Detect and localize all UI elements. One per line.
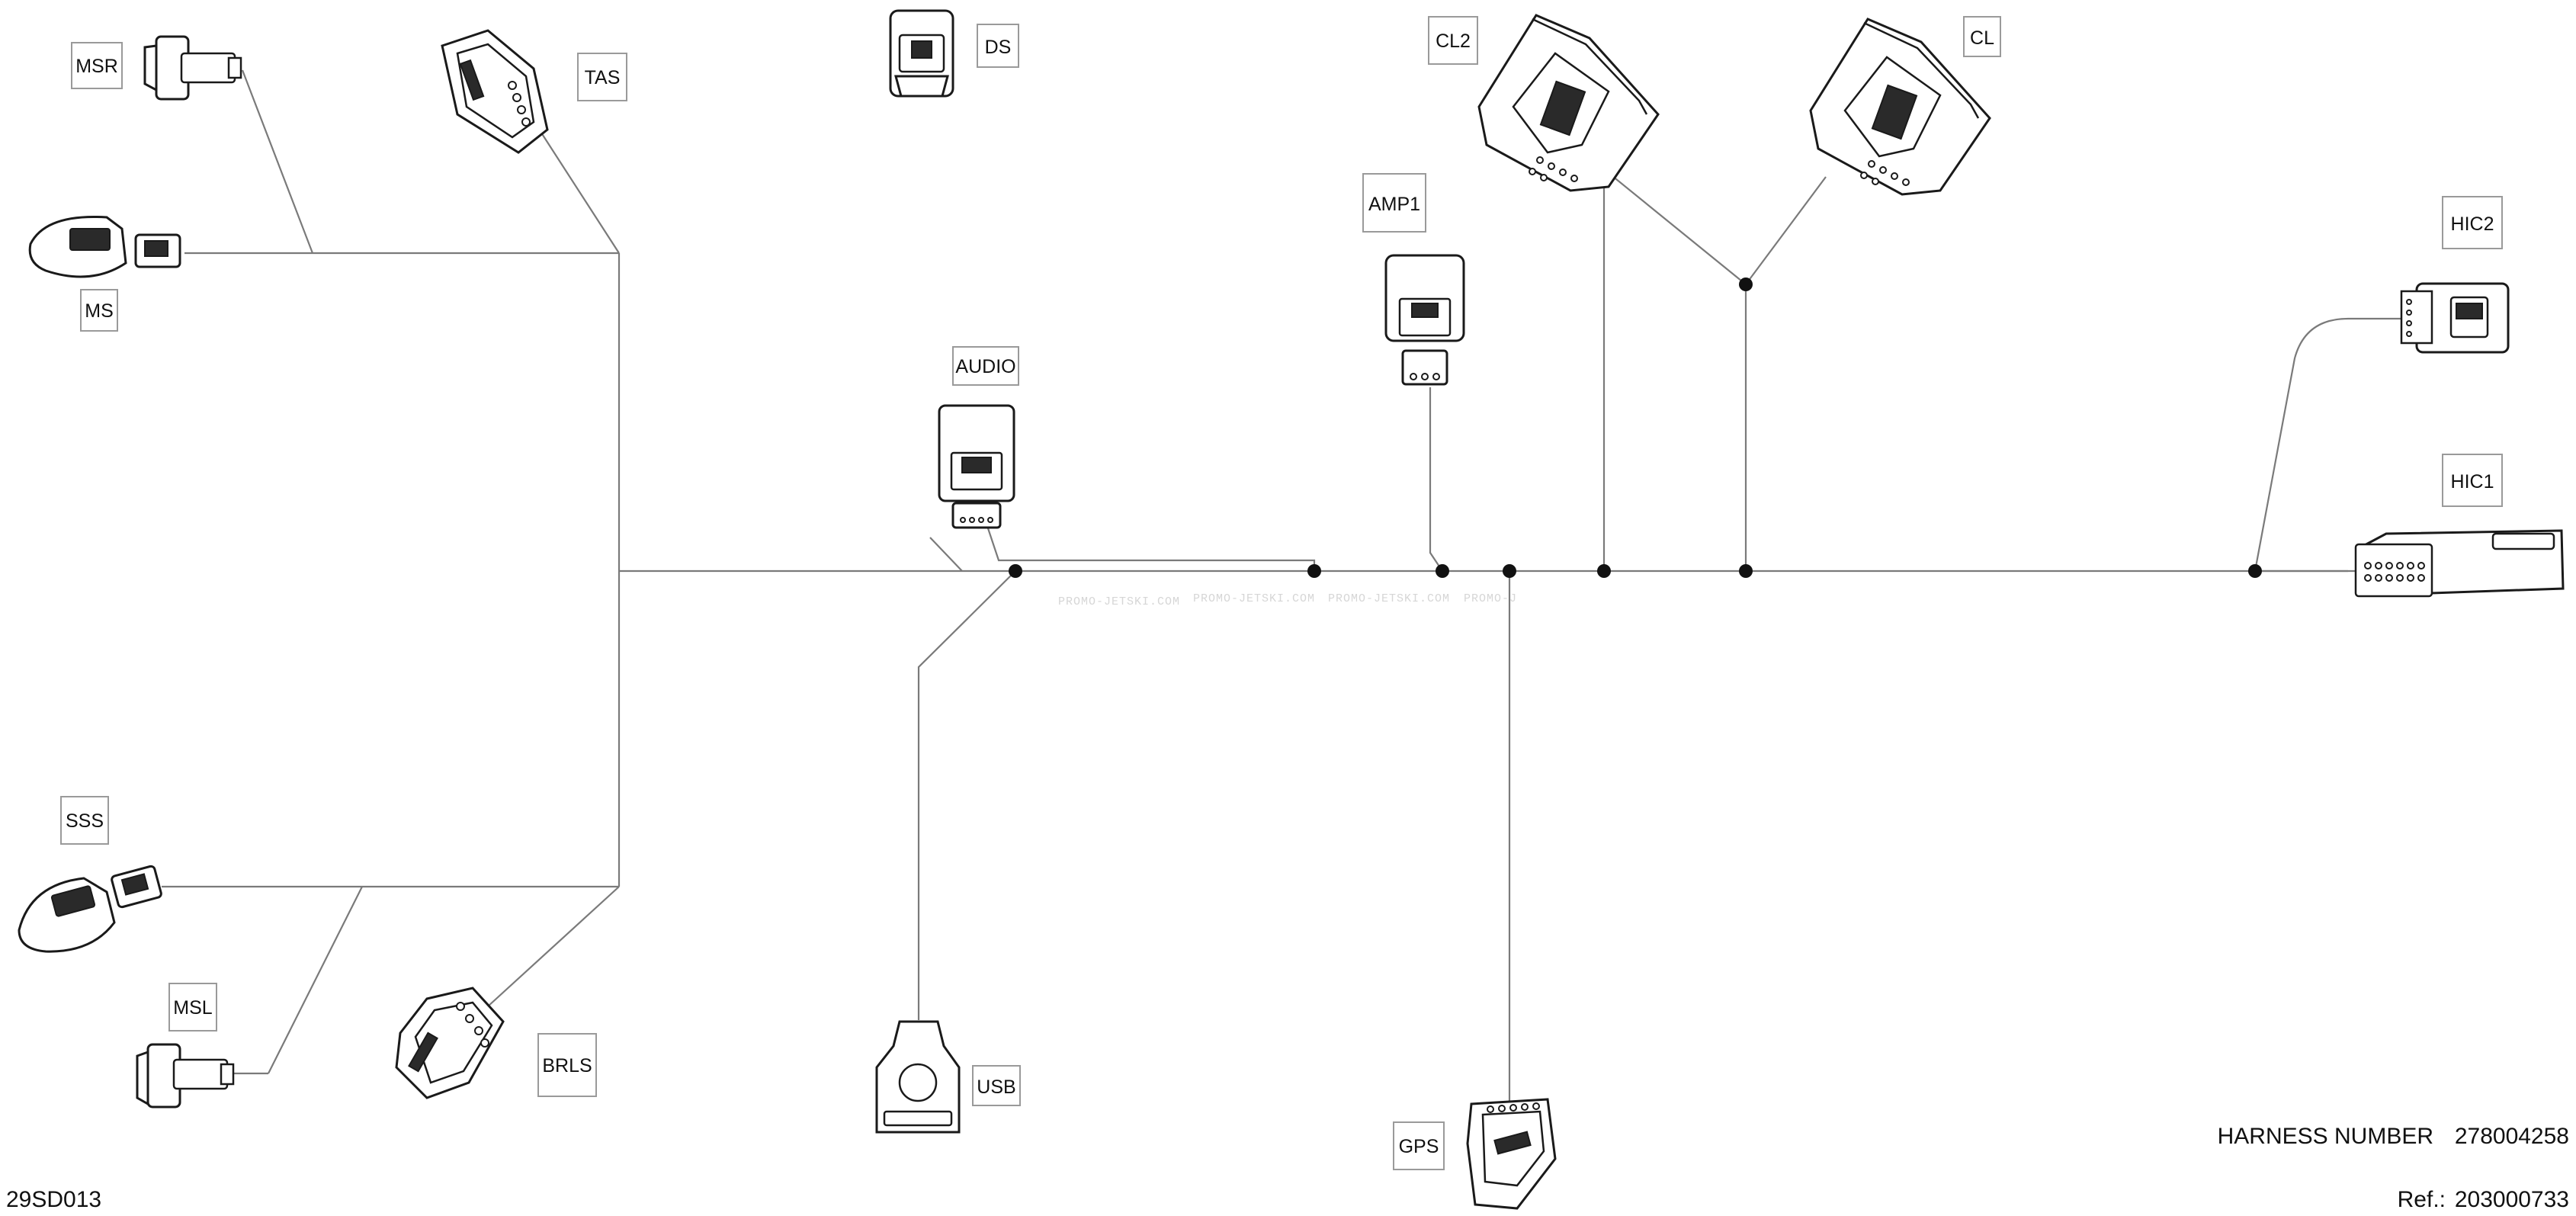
- connector-labels: MSR TAS DS CL2 CL HIC2 HIC1 MS: [60, 16, 2503, 1170]
- wiring: [162, 69, 2409, 1104]
- splice-audio: [1009, 564, 1022, 578]
- label-hic1: HIC1: [2442, 454, 2503, 507]
- label-ms-text: MS: [85, 300, 114, 322]
- ds-connector-icon: [889, 9, 954, 98]
- watermark: PROMO-JETSKI.COM PROMO-JETSKI.COM PROMO-…: [1058, 592, 1517, 608]
- audio-connector-icon: [938, 404, 1015, 529]
- amp1-connector-icon: [1384, 254, 1465, 386]
- watermark-1: PROMO-JETSKI.COM: [1058, 595, 1180, 608]
- label-msr-text: MSR: [75, 56, 118, 77]
- label-ms: MS: [80, 289, 118, 332]
- splice-nodes: [1009, 278, 2262, 578]
- msl-connector-icon: [136, 1043, 235, 1109]
- label-ds: DS: [977, 24, 1019, 68]
- harness-number: 278004258: [2455, 1124, 2569, 1149]
- label-tas-text: TAS: [585, 67, 621, 88]
- label-msl-text: MSL: [173, 997, 213, 1019]
- footer: 29SD013 HARNESS NUMBER 278004258 Ref.: 2…: [6, 1124, 2569, 1212]
- label-hic1-text: HIC1: [2451, 471, 2494, 492]
- label-amp1-text: AMP1: [1368, 194, 1420, 215]
- label-cl2: CL2: [1428, 16, 1478, 65]
- drawing-code: 29SD013: [6, 1187, 101, 1212]
- brls-branch: [487, 886, 620, 1007]
- splice-amp1: [1436, 564, 1449, 578]
- label-gps: GPS: [1393, 1121, 1445, 1170]
- watermark-3: PROMO-JETSKI.COM: [1328, 592, 1450, 605]
- watermark-4: PROMO-J: [1464, 592, 1517, 605]
- gps-connector-icon: [1466, 1098, 1557, 1210]
- label-usb: USB: [972, 1065, 1021, 1106]
- label-msr: MSR: [71, 42, 123, 89]
- label-sss: SSS: [60, 796, 109, 845]
- msr-connector-icon: [143, 35, 242, 101]
- label-hic2-text: HIC2: [2451, 213, 2494, 235]
- label-amp1: AMP1: [1362, 173, 1426, 233]
- label-gps-text: GPS: [1399, 1136, 1439, 1157]
- splice-cl: [1739, 564, 1753, 578]
- harness-label: HARNESS NUMBER: [2218, 1124, 2433, 1149]
- splice-cl2: [1597, 564, 1611, 578]
- label-sss-text: SSS: [66, 810, 104, 832]
- label-cl-text: CL: [1970, 27, 1994, 49]
- label-usb-text: USB: [977, 1076, 1015, 1098]
- amp1-branch: [1429, 387, 1443, 572]
- hic1-connector-icon: [2354, 529, 2565, 598]
- tas-connector-icon: [441, 29, 549, 154]
- brls-connector-icon: [395, 987, 505, 1099]
- splice-gps: [1503, 564, 1516, 578]
- sss-connector-icon: [18, 865, 162, 953]
- label-hic2: HIC2: [2442, 196, 2503, 249]
- splice-cl-join: [1739, 278, 1753, 291]
- label-cl: CL: [1963, 16, 2001, 57]
- audio-stub: [929, 537, 963, 572]
- ms-connector-icon: [28, 215, 181, 278]
- ref-number: 203000733: [2455, 1187, 2569, 1212]
- label-cl2-text: CL2: [1436, 30, 1471, 52]
- cl-connector-icon: [1809, 18, 1991, 196]
- audio-branch: [982, 514, 1316, 571]
- cl-branch-diag: [1745, 176, 1827, 285]
- splice-hic: [2248, 564, 2262, 578]
- splice-usb-join: [1307, 564, 1321, 578]
- hic2-branch: [2254, 317, 2409, 572]
- label-brls-text: BRLS: [542, 1055, 592, 1076]
- label-ds-text: DS: [985, 37, 1012, 58]
- label-audio: AUDIO: [952, 346, 1019, 386]
- msl-branch-2: [268, 886, 363, 1074]
- label-tas: TAS: [577, 53, 627, 101]
- watermark-2: PROMO-JETSKI.COM: [1193, 592, 1315, 605]
- hic2-connector-icon: [2400, 282, 2510, 354]
- ref-label: Ref.:: [2398, 1187, 2446, 1212]
- label-brls: BRLS: [537, 1033, 597, 1097]
- label-audio-text: AUDIO: [955, 356, 1015, 377]
- usb-branch: [917, 570, 1016, 1020]
- cl2-branch-diag: [1603, 168, 1747, 285]
- label-msl: MSL: [168, 983, 217, 1032]
- usb-connector-icon: [875, 1020, 961, 1134]
- msr-branch: [241, 69, 314, 254]
- cl2-connector-icon: [1477, 14, 1660, 192]
